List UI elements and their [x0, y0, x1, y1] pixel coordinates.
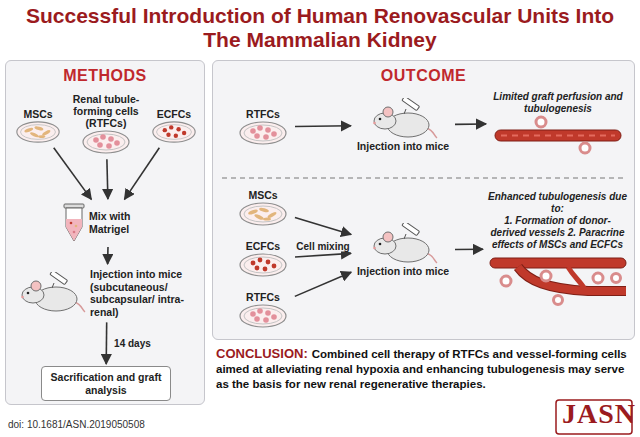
figure-node: MSCs — [12, 106, 64, 146]
node-label: METHODS — [6, 61, 204, 85]
figure-node: ECFCs — [148, 106, 200, 146]
node-label: Injection into mice (subcutaneous/ subca… — [90, 268, 198, 318]
mouse-picture — [368, 223, 438, 265]
figure-node: RTFCs — [233, 106, 293, 148]
node-body: 1. Formation of donor-derived vessels 2.… — [487, 215, 628, 251]
journal-logo: JASN — [562, 398, 636, 430]
conclusion-block: CONCLUSION:Combined cell therapy of RTFC… — [216, 346, 634, 391]
outcome-ground — [212, 60, 635, 340]
figure-node: Mix with Matrigel — [61, 201, 156, 245]
node-label: Renal tubule-forming cells (RTFCs) — [72, 93, 140, 129]
edge-label: 14 days — [112, 338, 153, 349]
arrow-connector — [295, 253, 351, 257]
arrow-connector — [295, 272, 351, 296]
dish-ecfc-picture — [238, 252, 288, 278]
arrow-connector — [455, 123, 486, 125]
arrow-connector — [107, 247, 109, 264]
arrow-connector — [54, 148, 92, 200]
figure-node: Injection into mice (subcutaneous/ subca… — [14, 266, 200, 320]
process-box: Sacrification and graft analysis — [41, 366, 171, 401]
node-label: Limited graft perfusion and tubulogenesi… — [490, 91, 626, 115]
section-panel: METHODS Renal tubule-forming cells (RTFCs… — [5, 60, 205, 405]
dish-rtfc-picture — [238, 303, 288, 329]
divider-line — [222, 177, 625, 178]
node-label: MSCs — [23, 108, 52, 120]
node-label: OUTCOME — [213, 61, 634, 85]
dish-msc-picture — [238, 201, 288, 227]
dish-rtfc-picture — [238, 120, 288, 146]
vessel2-picture — [488, 251, 628, 306]
figure-node: MSCs — [233, 187, 293, 229]
arrow-connector — [107, 159, 108, 199]
figure-node: Enhanced tubulogenesis due to:1. Formati… — [485, 189, 630, 308]
doi-note: doi: 10.1681/ASN.2019050508 — [8, 419, 145, 430]
figure-node: Injection into mice — [353, 221, 453, 279]
figure-node: Renal tubule-forming cells (RTFCs) — [70, 91, 142, 157]
node-label: ECFCs — [157, 108, 191, 120]
node-label: Enhanced tubulogenesis due to: — [487, 191, 628, 215]
mouse-picture — [16, 272, 86, 314]
figure-node: Injection into mice — [353, 96, 453, 154]
arrow-connector — [105, 322, 107, 364]
arrow-connector — [295, 218, 351, 235]
node-label: Injection into mice — [357, 140, 449, 152]
figure-node: RTFCs — [233, 289, 293, 331]
arrow-connector — [295, 125, 351, 127]
tube-picture — [63, 203, 85, 243]
node-label: Injection into mice — [357, 265, 449, 277]
dish-msc-picture — [15, 120, 61, 144]
conclusion-heading: CONCLUSION: — [216, 346, 308, 361]
dish-rtfc-picture — [81, 129, 131, 155]
figure-node: Limited graft perfusion and tubulogenesi… — [488, 89, 628, 157]
node-label: Mix with Matrigel — [89, 210, 154, 235]
node-label: RTFCs — [246, 108, 280, 120]
dish-ecfc-picture — [151, 120, 197, 144]
node-label: ECFCs — [246, 240, 280, 252]
arrow-connector — [455, 248, 483, 250]
methods-ground — [5, 60, 205, 405]
title: Successful Introduction of Human Renovas… — [10, 4, 630, 52]
edge-label: Cell mixing — [294, 241, 351, 252]
mouse-picture — [368, 98, 438, 140]
vessel1-picture — [493, 115, 623, 155]
section-panel: OUTCOMERTFCsInjection into miceLimited g… — [212, 60, 635, 340]
figure-node: ECFCs — [233, 238, 293, 280]
node-label: RTFCs — [246, 291, 280, 303]
arrow-connector — [124, 148, 159, 200]
node-label: MSCs — [248, 189, 277, 201]
node-label: Sacrification and graft analysis — [48, 371, 164, 396]
